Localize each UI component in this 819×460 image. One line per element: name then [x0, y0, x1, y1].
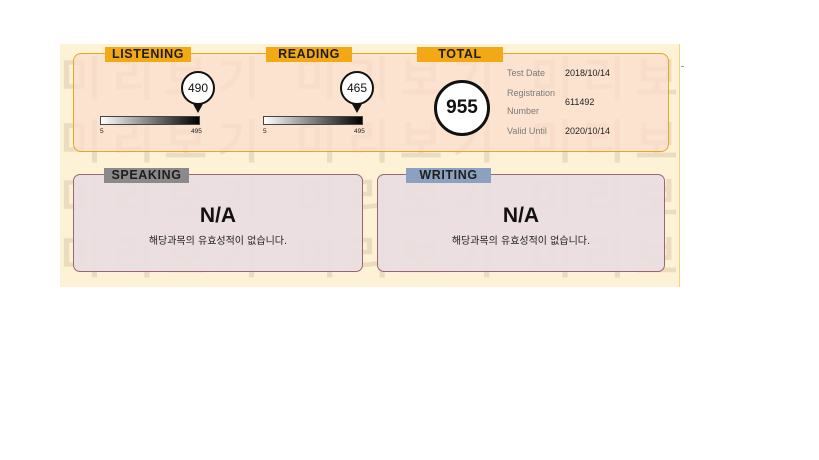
- writing-panel: [377, 174, 665, 272]
- test-date-value: 2018/10/14: [565, 68, 611, 78]
- writing-tab: WRITING: [406, 168, 491, 183]
- score-card: 미리보기 미리보기 미리보기 미리보기 미리보기 미리보기 미리보기 미리보기 …: [60, 44, 679, 287]
- reading-score-bar: [263, 116, 363, 125]
- writing-score: N/A: [502, 204, 540, 227]
- reading-marker-pointer: [352, 104, 362, 113]
- speaking-panel: [73, 174, 363, 272]
- valid-until-label: Valid Until: [507, 126, 547, 136]
- listening-score-bar: [100, 116, 200, 125]
- registration-number-value: 611492: [565, 97, 595, 107]
- listening-max-label: 495: [191, 128, 202, 135]
- valid-until-value: 2020/10/14: [565, 126, 611, 136]
- scroll-marker: [681, 66, 684, 67]
- speaking-tab: SPEAKING: [104, 168, 189, 183]
- total-tab: TOTAL: [417, 47, 503, 62]
- reading-tab: READING: [266, 47, 352, 62]
- registration-label: Registration: [507, 88, 556, 98]
- listening-marker-pointer: [193, 104, 203, 113]
- reading-score-marker: 465: [340, 71, 374, 105]
- card-right-edge: [679, 44, 680, 287]
- speaking-message: 해당과목의 유효성적이 없습니다.: [148, 236, 288, 247]
- lr-score-panel: [73, 53, 669, 152]
- total-score: 955: [434, 80, 490, 136]
- listening-score-marker: 490: [181, 71, 215, 105]
- reading-max-label: 495: [354, 128, 365, 135]
- reading-min-label: 5: [263, 128, 267, 135]
- test-date-label: Test Date: [507, 68, 546, 78]
- speaking-score: N/A: [199, 204, 237, 227]
- registration-label-line2: Number: [507, 106, 540, 116]
- listening-tab: LISTENING: [105, 47, 191, 62]
- listening-min-label: 5: [100, 128, 104, 135]
- writing-message: 해당과목의 유효성적이 없습니다.: [451, 236, 591, 247]
